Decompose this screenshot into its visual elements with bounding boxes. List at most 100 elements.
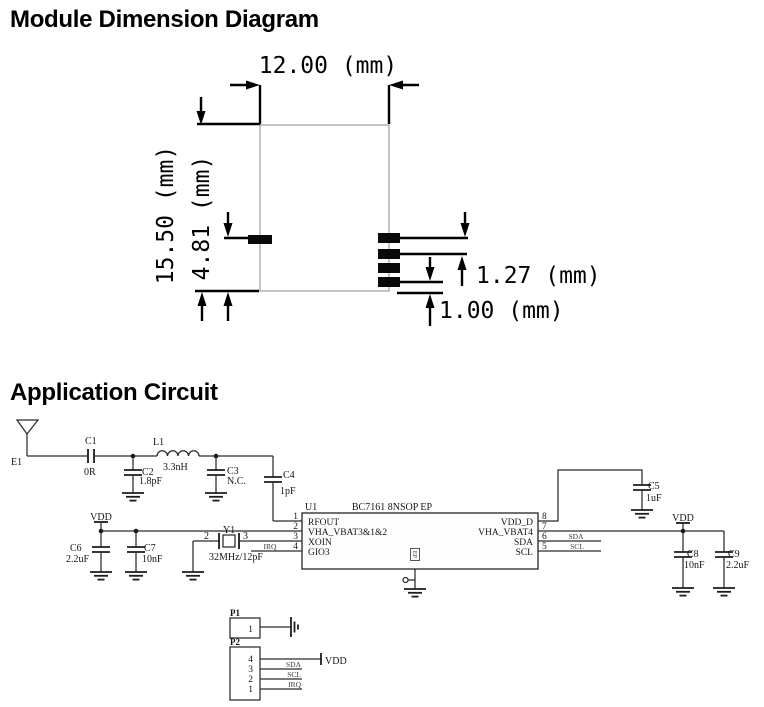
application-circuit-schematic: E1 C1 0R L1 3.3nH C2 <box>11 419 750 701</box>
c8-value-label: 10nF <box>684 560 705 571</box>
section-title-module-dimension: Module Dimension Diagram <box>10 6 319 33</box>
ground-icon <box>181 571 205 581</box>
ground-icon <box>630 509 654 519</box>
u1-pin3-num: 3 <box>293 532 298 542</box>
p2-pin4-num: 4 <box>248 655 253 665</box>
c6-ref-label: C6 <box>70 543 82 554</box>
y1-ref-label: Y1 <box>223 525 235 536</box>
u1-ep-label: EP <box>411 551 418 559</box>
wire-vdd-d <box>538 469 643 522</box>
u1-pin2-name: VHA_VBAT3&1&2 <box>308 528 387 538</box>
scl-net-label: SCL <box>570 542 584 551</box>
width-dimension-label: 12.00 (mm) <box>259 53 397 79</box>
c6-capacitor <box>89 531 113 581</box>
c9-capacitor <box>712 531 736 597</box>
u1-pin2-num: 2 <box>293 522 298 532</box>
u1-pin5-name: SCL <box>516 548 534 558</box>
u1-pin1-num: 1 <box>293 512 298 522</box>
antenna-symbol <box>15 419 40 456</box>
vdd-right-label: VDD <box>672 513 694 524</box>
module-right-pad-1 <box>378 233 400 243</box>
ground-icon <box>671 587 695 597</box>
pad-bottom-dimension-label: 1.00 (mm) <box>439 298 564 324</box>
module-right-pad-3 <box>378 263 400 273</box>
u1-pin7-name: VHA_VBAT4 <box>478 528 533 538</box>
u1-ref-label: U1 <box>305 502 317 513</box>
u1-pin3-name: XOIN <box>308 538 332 548</box>
c7-capacitor <box>124 531 148 581</box>
module-left-pad <box>248 235 272 244</box>
junction-dot <box>680 528 686 534</box>
u1-pin4-name: GIO3 <box>308 548 330 558</box>
c8-capacitor <box>671 531 695 597</box>
ground-icon <box>89 571 113 581</box>
section-title-application-circuit: Application Circuit <box>10 379 218 406</box>
c5-ref-label: C5 <box>648 481 660 492</box>
u1-pin1-name: RFOUT <box>308 518 339 528</box>
ground-icon <box>124 571 148 581</box>
c1-value-label: 0R <box>84 467 96 478</box>
junction-dot <box>133 528 139 534</box>
pad-bottom-dimension-arrows <box>397 257 443 326</box>
c7-ref-label: C7 <box>144 543 156 554</box>
p2-scl-net-label: SCL <box>287 670 301 679</box>
y1-value-label: 32MHz/12pF <box>209 552 263 563</box>
y1-pin3-label: 3 <box>243 531 248 542</box>
p1-ref-label: P1 <box>230 608 240 618</box>
y1-crystal <box>181 533 302 581</box>
c4-value-label: 1pF <box>280 486 296 497</box>
c2-value-label: 1.8pF <box>139 476 163 487</box>
c5-value-label: 1uF <box>646 493 662 504</box>
c8-ref-label: C8 <box>687 549 699 560</box>
p2-connector <box>229 646 322 701</box>
c1-ref-label: C1 <box>85 436 97 447</box>
u1-pin8-num: 8 <box>542 512 547 522</box>
c2-capacitor <box>121 456 145 502</box>
ground-icon <box>204 492 228 502</box>
ground-icon <box>403 588 427 598</box>
c3-ref-label: C3 <box>227 466 239 477</box>
antenna-ref-label: E1 <box>11 457 22 468</box>
module-right-pad-4 <box>378 277 400 287</box>
u1-exposed-pad: EP <box>402 548 427 598</box>
module-right-pad-2 <box>378 249 400 259</box>
c9-value-label: 2.2uF <box>726 560 750 571</box>
pad-offset-dimension-arrows <box>223 212 249 240</box>
c2-ref-label: C2 <box>142 467 154 478</box>
junction-dot <box>130 453 136 459</box>
y1-pin2-label: 2 <box>204 531 209 542</box>
junction-dot <box>98 528 104 534</box>
u1-pin4-num: 4 <box>293 542 298 552</box>
module-outline <box>259 124 390 292</box>
c1-capacitor <box>87 449 95 463</box>
c4-capacitor <box>264 456 302 522</box>
vdd-left-label: VDD <box>90 512 112 523</box>
p2-sda-net-label: SDA <box>286 660 302 669</box>
ground-icon <box>121 492 145 502</box>
width-dimension-arrows <box>230 80 419 124</box>
pad-offset-dimension-label: 4.81 (mm) <box>189 156 215 281</box>
u1-pin6-num: 6 <box>542 532 547 542</box>
u1-pin5-num: 5 <box>542 542 547 552</box>
sda-net-label: SDA <box>568 532 584 541</box>
p2-ref-label: P2 <box>230 637 240 647</box>
u1-pin7-num: 7 <box>542 522 547 532</box>
c4-ref-label: C4 <box>283 470 295 481</box>
junction-dot <box>213 453 219 459</box>
c5-capacitor <box>630 484 654 519</box>
ground-icon <box>712 587 736 597</box>
p2-irq-net-label: IRQ <box>288 680 302 689</box>
p2-pin2-num: 2 <box>248 675 253 685</box>
u1-pin8-name: VDD_D <box>501 518 533 528</box>
c3-capacitor <box>204 456 228 502</box>
pad-pitch-dimension-label: 1.27 (mm) <box>476 263 601 289</box>
p2-pin3-num: 3 <box>248 665 253 675</box>
l1-value-label: 3.3nH <box>163 462 188 473</box>
c7-value-label: 10nF <box>142 554 163 565</box>
l1-inductor <box>156 450 200 457</box>
height-dimension-arrows <box>195 97 260 321</box>
height-dimension-label: 15.50 (mm) <box>153 146 179 284</box>
p1-pin1-num: 1 <box>248 625 253 635</box>
